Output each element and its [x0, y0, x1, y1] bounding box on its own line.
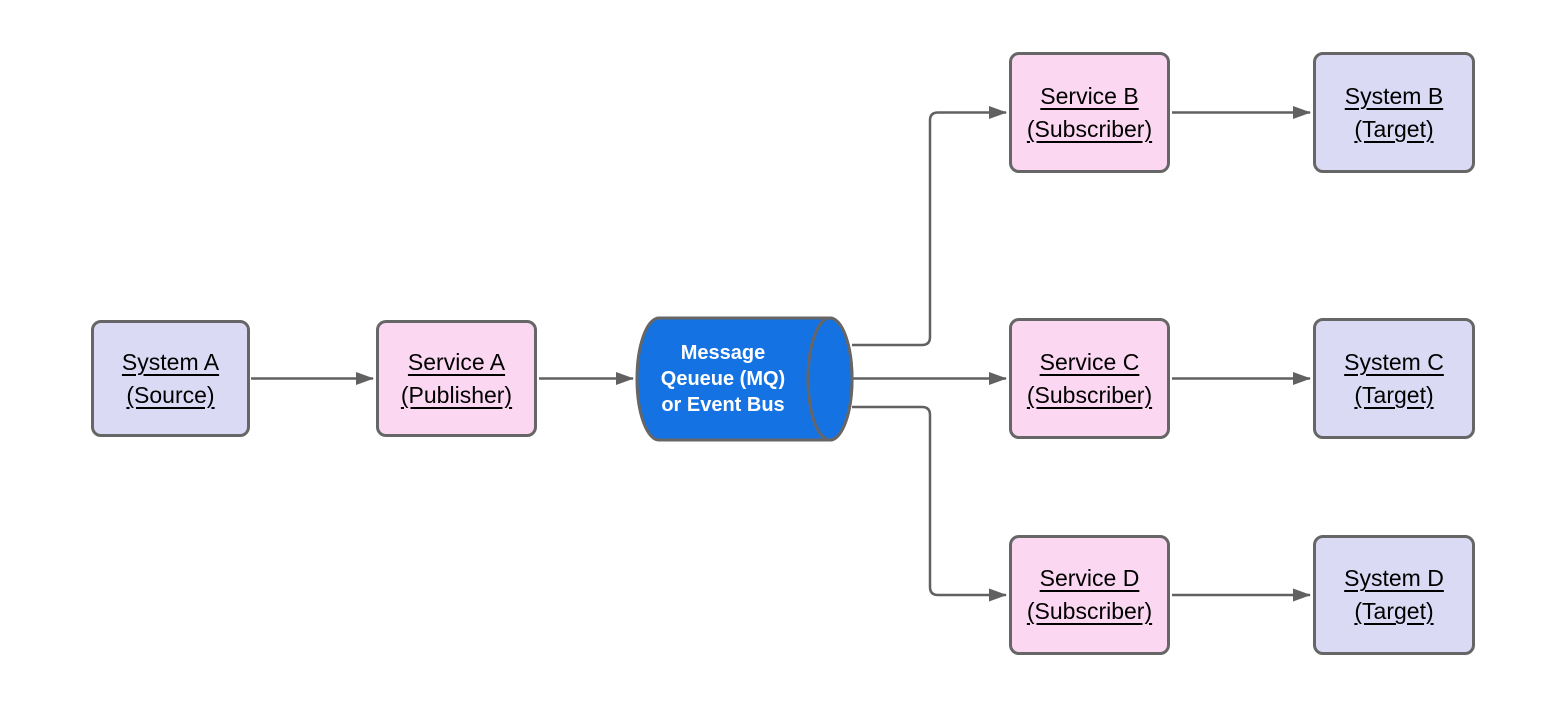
- node-system-a: System A (Source): [91, 320, 250, 437]
- node-sublabel: (Publisher): [400, 381, 513, 408]
- queue-label-line: or Event Bus: [661, 394, 785, 416]
- node-label: Service A: [407, 348, 506, 375]
- node-label: Service D: [1039, 565, 1140, 591]
- node-system-c: System C (Target): [1313, 318, 1475, 439]
- node-service-c: Service C (Subscriber): [1009, 318, 1170, 439]
- edge-queue-to-service-b: [852, 106, 1007, 347]
- node-sublabel: (Target): [1354, 598, 1434, 624]
- node-message-queue: Message Qeueue (MQ) or Event Bus: [637, 318, 809, 440]
- node-sublabel: (Target): [1354, 381, 1434, 408]
- node-label: Service B: [1040, 82, 1139, 109]
- node-sublabel: (Target): [1354, 115, 1434, 142]
- node-system-d: System D (Target): [1313, 535, 1475, 655]
- node-label: System D: [1344, 565, 1444, 591]
- cylinder-rim: [806, 316, 854, 442]
- node-label: Service C: [1039, 348, 1140, 375]
- node-sublabel: (Subscriber): [1026, 381, 1153, 408]
- queue-label-line: Qeueue (MQ): [660, 368, 786, 390]
- node-service-d: Service D (Subscriber): [1009, 535, 1170, 655]
- node-service-b: Service B (Subscriber): [1009, 52, 1170, 173]
- queue-cylinder-shape: [635, 316, 854, 442]
- queue-label-line: Message: [680, 342, 766, 364]
- node-system-b: System B (Target): [1313, 52, 1475, 173]
- node-sublabel: (Subscriber): [1026, 598, 1153, 624]
- edge-queue-to-service-d: [852, 405, 1007, 602]
- node-label: System B: [1344, 82, 1444, 109]
- node-sublabel: (Source): [126, 381, 215, 408]
- node-label: System A: [121, 348, 220, 375]
- node-label: System C: [1344, 348, 1444, 375]
- node-sublabel: (Subscriber): [1026, 115, 1153, 142]
- node-service-a: Service A (Publisher): [376, 320, 537, 437]
